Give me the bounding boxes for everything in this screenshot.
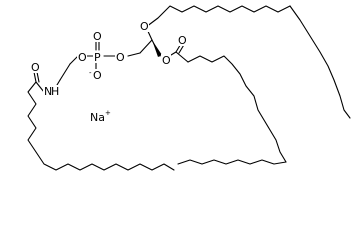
ester-oxygen-label: O (162, 54, 171, 67)
ester-carbonyl-oxygen-label: O (178, 34, 187, 47)
amide-group (33, 71, 45, 93)
acyl-chain (177, 55, 287, 165)
chemical-structure: O O O O P O O - O O N H Na + (27, 5, 351, 171)
phosphate-ester-oxygen-right-label: O (116, 51, 125, 64)
stereo-wedge (152, 40, 162, 57)
amide-hydrogen-label: H (51, 85, 59, 98)
amide-nitrogen-label: N (44, 85, 52, 98)
phosphate-double-oxygen-label: O (93, 30, 102, 43)
amide-acyl-chain (27, 81, 175, 171)
glycerol-backbone (139, 26, 162, 57)
phosphate-ester-oxygen-left-label: O (78, 51, 87, 64)
sodium-counterion-label: Na (90, 111, 105, 124)
ether-alkyl-chain (145, 5, 351, 119)
amide-oxygen-label: O (31, 61, 40, 74)
phosphorus-label: P (94, 51, 101, 64)
atom-labels: O O O O P O O - O O N H Na + (30, 20, 187, 124)
sodium-charge-label: + (105, 109, 111, 117)
phosphate-minus-oxygen-label: O (93, 69, 102, 82)
ether-oxygen-label: O (140, 20, 149, 33)
minus-sign-label: - (89, 69, 92, 77)
